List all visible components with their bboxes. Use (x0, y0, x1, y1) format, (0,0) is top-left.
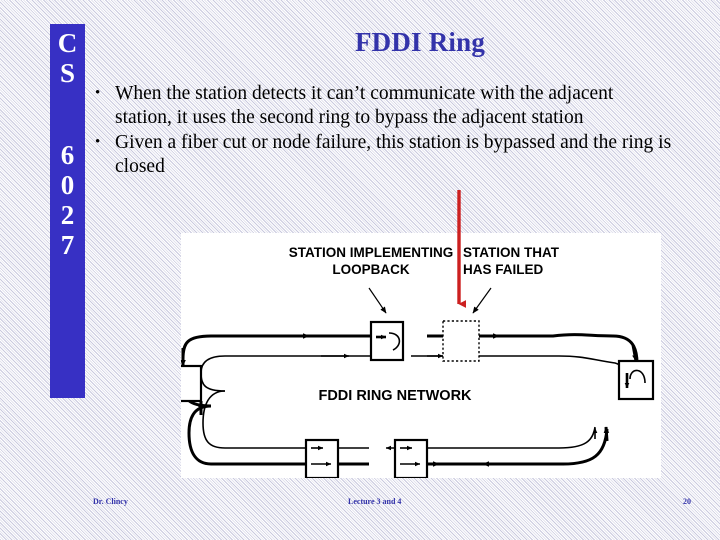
network-label: FDDI RING NETWORK (318, 388, 472, 404)
footer-author: Dr. Clincy (93, 497, 128, 506)
bullet-point-icon: • (95, 85, 101, 101)
sidebar-char-0: 0 (60, 170, 75, 200)
bottom-left-station (304, 438, 340, 478)
sidebar-char-2: 2 (60, 200, 75, 230)
fddi-ring-diagram-svg: STATION IMPLEMENTING LOOPBACK STATION TH… (181, 245, 655, 478)
sidebar-spacer (50, 88, 85, 140)
bullet-text: When the station detects it can’t commun… (115, 83, 614, 128)
sidebar-char-s: S (59, 58, 76, 88)
slide-title: FDDI Ring (354, 27, 486, 57)
bullet-text: Given a fiber cut or node failure, this … (115, 132, 672, 177)
left-wrap-station (181, 364, 203, 403)
list-item: • Given a fiber cut or node failure, thi… (95, 131, 675, 178)
loopback-label-line1: STATION IMPLEMENTING (289, 245, 454, 260)
course-code-sidebar: C S 6 0 2 7 (50, 24, 85, 398)
right-wrap-station (617, 359, 655, 401)
failed-label-line1: STATION THAT (463, 245, 560, 260)
list-item: • When the station detects it can’t comm… (95, 82, 675, 129)
footer-page-number: 20 (683, 497, 691, 506)
sidebar-char-c: C (57, 28, 78, 58)
failed-label-line2: HAS FAILED (463, 262, 544, 277)
bottom-right-station (393, 438, 429, 478)
bullet-list: • When the station detects it can’t comm… (95, 82, 675, 180)
sidebar-char-7: 7 (60, 230, 75, 260)
failed-station (442, 320, 480, 362)
loopback-station (369, 320, 405, 362)
footer-lecture: Lecture 3 and 4 (348, 497, 402, 506)
red-pointer-arrow (457, 190, 466, 309)
sidebar-char-6: 6 (60, 140, 75, 170)
bullet-point-icon: • (95, 134, 101, 150)
loopback-label-line2: LOOPBACK (332, 262, 410, 277)
fddi-ring-diagram: STATION IMPLEMENTING LOOPBACK STATION TH… (181, 233, 661, 478)
diagram-labels: STATION IMPLEMENTING LOOPBACK STATION TH… (289, 245, 560, 404)
callout-leader-lines (368, 287, 492, 314)
